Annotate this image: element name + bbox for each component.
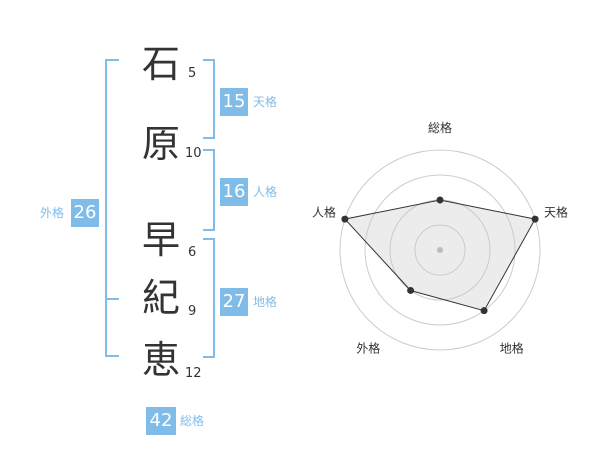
soukaku-label: 総格 xyxy=(180,414,205,428)
radar-point-5 xyxy=(341,215,349,223)
radar-axis-label-3: 地格 xyxy=(500,341,524,356)
stroke-count-4: 9 xyxy=(188,304,197,319)
tenkaku-label: 天格 xyxy=(253,95,278,109)
radar-point-4 xyxy=(407,286,415,294)
name-char-1: 石 xyxy=(141,42,180,86)
chikaku-value: 27 xyxy=(220,288,248,316)
radar-point-3 xyxy=(480,307,488,315)
stroke-count-3: 6 xyxy=(188,245,197,260)
radar-point-1 xyxy=(436,196,444,204)
soukaku-value: 42 xyxy=(146,407,176,435)
name-char-3: 早 xyxy=(141,218,180,262)
radar-axis-label-5: 人格 xyxy=(312,204,336,219)
stroke-count-2: 10 xyxy=(185,146,202,161)
radar-center-dot xyxy=(437,247,443,253)
jinkaku-label: 人格 xyxy=(253,185,278,199)
gaikaku-bracket-tick xyxy=(105,298,119,300)
gaikaku-label: 外格 xyxy=(40,206,65,220)
jinkaku-bracket xyxy=(203,149,215,231)
stroke-count-5: 12 xyxy=(185,366,202,381)
name-char-5: 恵 xyxy=(141,338,180,382)
name-char-4: 紀 xyxy=(141,276,180,320)
radar-axis-label-4: 外格 xyxy=(356,341,380,356)
chikaku-bracket xyxy=(203,238,215,358)
tenkaku-bracket xyxy=(203,59,215,139)
radar-axis-label-2: 天格 xyxy=(544,204,568,219)
gaikaku-value: 26 xyxy=(71,199,99,227)
radar-ring-3 xyxy=(364,174,516,326)
radar-axis-label-1: 総格 xyxy=(428,120,452,135)
chikaku-label: 地格 xyxy=(253,295,278,309)
radar-point-2 xyxy=(531,215,539,223)
radar-ring-1 xyxy=(414,224,466,276)
stroke-count-1: 5 xyxy=(188,66,197,81)
radar-series-polygon xyxy=(343,199,536,312)
tenkaku-value: 15 xyxy=(220,88,248,116)
jinkaku-value: 16 xyxy=(220,178,248,206)
name-char-2: 原 xyxy=(141,122,180,166)
gaikaku-bracket xyxy=(105,59,119,357)
